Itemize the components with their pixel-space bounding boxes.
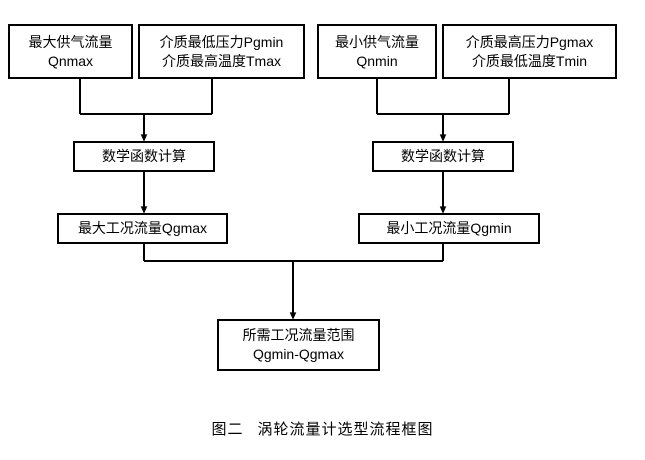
- figure-title: 涡轮流量计选型流程框图: [257, 421, 434, 438]
- node-line: Qgmin-Qgmax: [252, 346, 345, 362]
- figure-number: 图二: [211, 421, 244, 438]
- node-medium-max-pressure-min-temp: 介质最高压力Pgmax 介质最低温度Tmin: [442, 24, 617, 79]
- node-min-supply-flow: 最小供气流量 Qnmin: [317, 24, 437, 79]
- node-line: 介质最低温度Tmin: [471, 52, 588, 69]
- node-line: 介质最低压力Pgmin: [159, 33, 284, 50]
- node-line: 数学函数计算: [401, 148, 485, 165]
- node-line: 数学函数计算: [102, 148, 186, 165]
- node-line: Qnmax: [47, 52, 94, 69]
- figure-caption: 图二涡轮流量计选型流程框图: [0, 418, 645, 439]
- node-min-working-flow: 最小工况流量Qgmin: [358, 213, 540, 244]
- node-line: 最小供气流量: [335, 33, 419, 50]
- node-math-function-calc-right: 数学函数计算: [372, 141, 514, 172]
- node-max-supply-flow: 最大供气流量 Qnmax: [8, 24, 133, 79]
- node-max-working-flow: 最大工况流量Qgmax: [57, 213, 228, 244]
- node-line: 介质最高温度Tmax: [162, 52, 281, 69]
- node-line: 最大供气流量: [28, 33, 113, 50]
- node-line: 最大工况流量Qgmax: [77, 220, 208, 237]
- node-medium-min-pressure-max-temp: 介质最低压力Pgmin 介质最高温度Tmax: [138, 24, 305, 79]
- node-line: 介质最高压力Pgmax: [465, 33, 594, 50]
- node-line: Qnmin: [356, 52, 398, 69]
- node-required-flow-range: 所需工况流量范围 Qgmin-Qgmax: [217, 319, 380, 371]
- node-line: 所需工况流量范围: [242, 327, 355, 344]
- node-math-function-calc-left: 数学函数计算: [73, 141, 215, 172]
- node-line: 最小工况流量Qgmin: [386, 220, 512, 237]
